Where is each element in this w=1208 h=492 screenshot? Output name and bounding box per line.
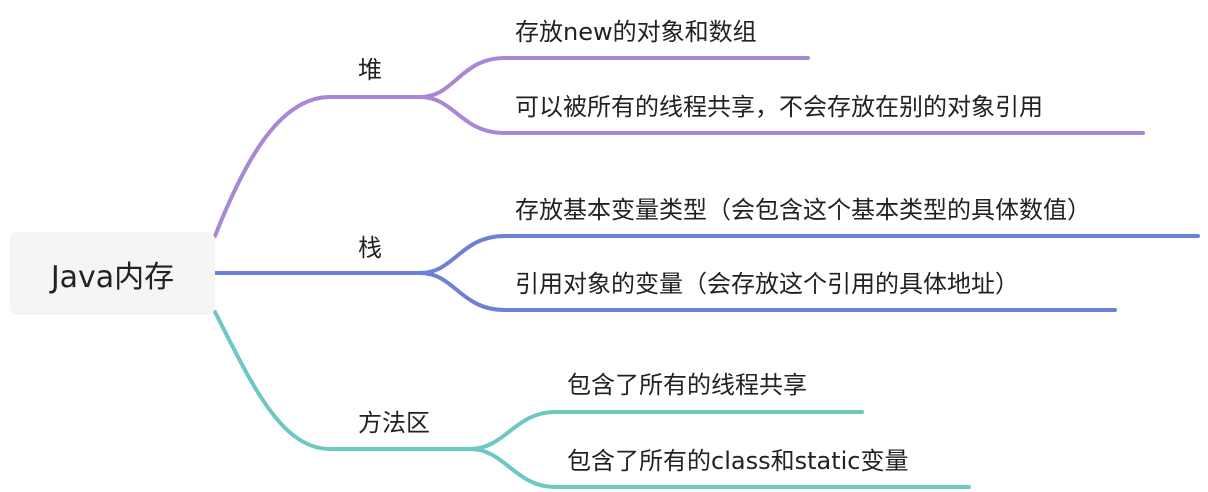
connector-stack-to-child-1 (418, 234, 1200, 275)
leaf-node-method-area-1-label: 包含了所有的线程共享 (567, 371, 807, 399)
leaf-node-stack-1-label: 存放基本变量类型（会包含这个基本类型的具体数值） (515, 196, 1091, 224)
root-node[interactable]: Java内存 (10, 232, 215, 315)
leaf-node-method-area-2-label: 包含了所有的class和static变量 (567, 447, 909, 475)
leaf-node-heap-2-label: 可以被所有的线程共享，不会存放在别的对象引用 (515, 93, 1043, 121)
connector-heap-to-child-2 (418, 95, 1145, 135)
leaf-node-method-area-2[interactable]: 包含了所有的class和static变量 (567, 449, 908, 473)
connector-root-to-method-area (213, 310, 472, 451)
root-node-label: Java内存 (50, 259, 175, 295)
branch-node-heap-label: 堆 (358, 56, 382, 84)
branch-node-heap[interactable]: 堆 (358, 58, 382, 82)
leaf-node-heap-1-label: 存放new的对象和数组 (515, 18, 757, 46)
leaf-node-stack-2[interactable]: 引用对象的变量（会存放这个引用的具体地址） (515, 272, 1019, 296)
leaf-node-heap-2[interactable]: 可以被所有的线程共享，不会存放在别的对象引用 (515, 95, 1043, 119)
leaf-node-method-area-1[interactable]: 包含了所有的线程共享 (567, 373, 807, 397)
leaf-node-stack-2-label: 引用对象的变量（会存放这个引用的具体地址） (515, 270, 1019, 298)
branch-node-method-area[interactable]: 方法区 (358, 411, 430, 435)
branch-node-stack-label: 栈 (358, 234, 382, 262)
leaf-node-heap-1[interactable]: 存放new的对象和数组 (515, 20, 757, 44)
connector-root-to-heap (213, 95, 422, 238)
connector-stack-to-child-2 (418, 271, 1117, 312)
branch-node-method-area-label: 方法区 (358, 409, 430, 437)
connector-heap-to-child-1 (418, 56, 810, 99)
branch-node-stack[interactable]: 栈 (358, 236, 382, 260)
connector-method-area-to-child-1 (468, 410, 864, 451)
connector-method-area-to-child-2 (468, 447, 971, 489)
leaf-node-stack-1[interactable]: 存放基本变量类型（会包含这个基本类型的具体数值） (515, 198, 1091, 222)
